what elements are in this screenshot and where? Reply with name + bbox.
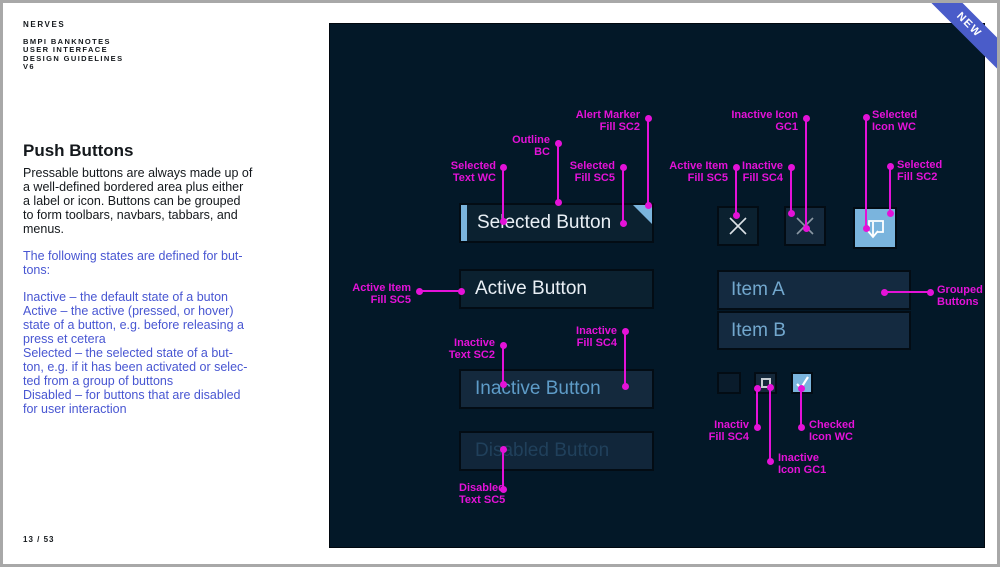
leader-line (621, 328, 629, 390)
alert-marker-icon (633, 205, 652, 224)
empty-checkbox[interactable] (717, 372, 741, 394)
annotation-selected-text-wc: Selected Text WC (450, 160, 496, 184)
active-button[interactable]: Active Button (459, 269, 654, 309)
new-ribbon: NEW (931, 3, 997, 69)
states-list: Inactive – the default state of a buton … (23, 290, 248, 416)
section-heading: Push Buttons (23, 141, 134, 160)
annotation-selected-icon-wc: Selected Icon WC (872, 109, 918, 133)
leader-line (499, 342, 507, 388)
leader-line (753, 385, 761, 431)
brand: NERVES (23, 20, 66, 29)
leader-line (787, 164, 795, 217)
leader-line (644, 115, 652, 209)
leader-line (416, 287, 465, 295)
leader-line (886, 163, 894, 217)
leader-line (797, 385, 805, 431)
selected-accent-bar (461, 205, 467, 241)
states-intro: The following states are defined for but… (23, 249, 243, 277)
active-button-label: Active Button (475, 278, 587, 299)
group-item-b[interactable]: Item B (717, 311, 911, 350)
disabled-button-label: Disabled Button (475, 440, 610, 461)
annotation-inactive-text-sc2: Inactive Text SC2 (448, 337, 495, 361)
active-icon-button[interactable] (717, 206, 759, 246)
annotation-inactiv-fill-sc4: Inactiv Fill SC4 (708, 419, 749, 443)
annotation-active-item-fill-sc5-left: Active Item Fill SC5 (352, 282, 411, 306)
item-a-label: Item A (731, 279, 785, 300)
doc-title: BMPI BANKNOTES USER INTERFACE DESIGN GUI… (23, 37, 124, 71)
selected-button-label: Selected Button (477, 212, 612, 233)
annotation-inactive-icon-gc1-top: Inactive Icon GC1 (731, 109, 798, 133)
dark-panel: Selected Button Active Button Inactive B… (329, 23, 985, 548)
square-icon (760, 378, 771, 388)
close-icon (729, 217, 747, 235)
leader-line (766, 384, 774, 465)
intro-paragraph: Pressable buttons are always made up of … (23, 166, 253, 236)
page-number: 13 / 53 (23, 535, 55, 544)
annotation-inactive-icon-gc1-bottom: Inactive Icon GC1 (778, 452, 827, 476)
group-item-a[interactable]: Item A (717, 270, 911, 310)
leader-line (499, 446, 507, 493)
annotation-selected-fill-sc5: Selected Fill SC5 (569, 160, 615, 184)
annotation-alert-marker-fill-sc2: Alert Marker Fill SC2 (575, 109, 640, 133)
annotation-inactive-fill-sc4-right: Inactive Fill SC4 (742, 160, 783, 184)
annotation-checked-icon-wc: Checked Icon WC (809, 419, 855, 443)
disabled-button[interactable]: Disabled Button (459, 431, 654, 471)
annotation-disabled-text-sc5: Disabled Text SC5 (459, 482, 506, 506)
leader-line (881, 288, 934, 296)
item-b-label: Item B (731, 319, 786, 341)
leader-line (499, 164, 507, 225)
inactive-button-label: Inactive Button (475, 378, 601, 399)
leader-line (802, 115, 810, 232)
annotation-grouped-buttons: Grouped Buttons (937, 284, 983, 308)
import-icon (867, 220, 884, 239)
new-ribbon-holder: NEW (931, 3, 997, 69)
leader-line (862, 114, 870, 232)
annotation-active-item-fill-sc5-right: Active Item Fill SC5 (669, 160, 728, 184)
leader-line (732, 164, 740, 219)
annotation-outline-bc: Outline BC (512, 134, 550, 158)
annotation-selected-fill-sc2: Selected Fill SC2 (897, 159, 943, 183)
leader-line (619, 164, 627, 227)
leader-line (554, 140, 562, 206)
annotation-inactive-fill-sc4-left: Inactive Fill SC4 (576, 325, 617, 349)
